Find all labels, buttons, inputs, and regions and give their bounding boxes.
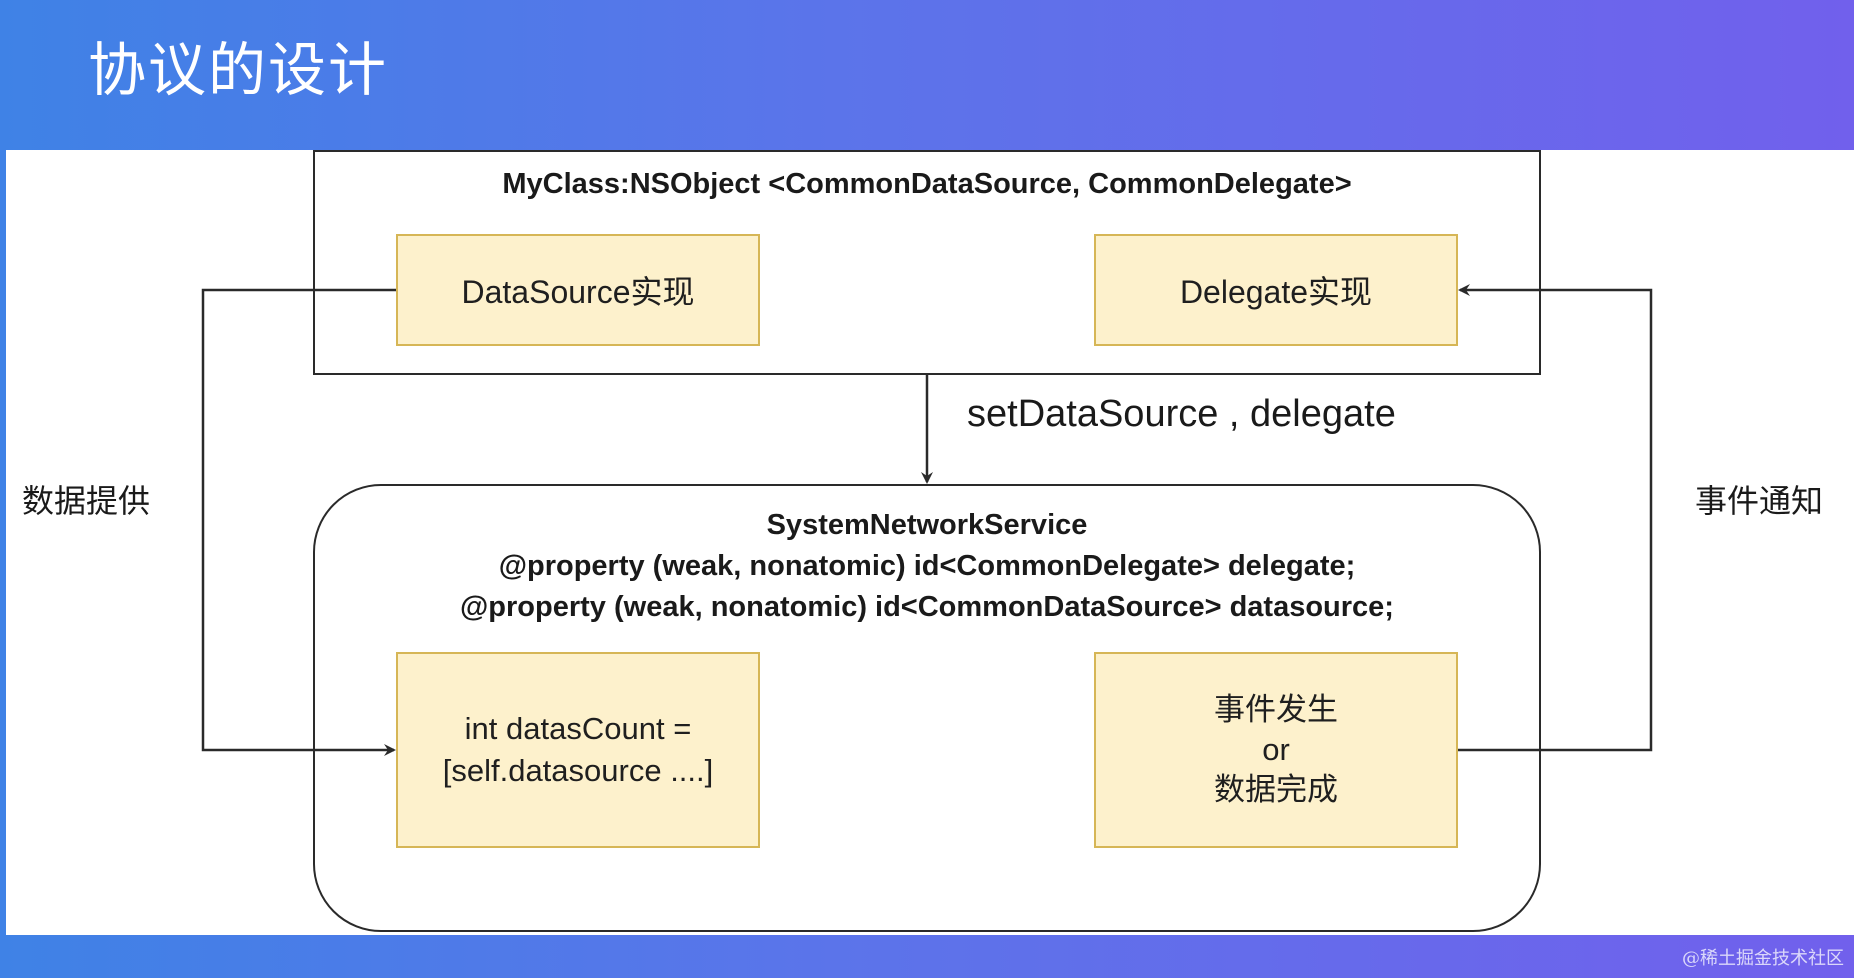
- set-datasource-delegate-label: setDataSource , delegate: [967, 393, 1396, 435]
- event-node: 事件发生 or 数据完成: [1094, 652, 1458, 848]
- service-name: SystemNetworkService: [766, 509, 1088, 541]
- datas-count-line-2: [self.datasource ....]: [442, 753, 714, 788]
- event-line-1: 事件发生: [1214, 692, 1338, 727]
- credit-text: @稀土掘金技术社区: [1682, 948, 1844, 969]
- bottom-strip: [0, 935, 1854, 978]
- event-line-3: 数据完成: [1214, 772, 1338, 807]
- slide-title: 协议的设计: [88, 36, 389, 104]
- datasource-impl-label: DataSource实现: [461, 274, 695, 310]
- delegate-impl-label: Delegate实现: [1179, 274, 1373, 310]
- service-header: SystemNetworkService @property (weak, no…: [313, 505, 1541, 628]
- event-line-2: or: [1262, 732, 1290, 767]
- datasource-property: @property (weak, nonatomic) id<CommonDat…: [460, 591, 1394, 623]
- datas-count-line-1: int datasCount =: [464, 711, 692, 746]
- datasource-impl-node: DataSource实现: [396, 234, 760, 346]
- myclass-header: MyClass:NSObject <CommonDataSource, Comm…: [502, 168, 1352, 200]
- datas-count-node: int datasCount = [self.datasource ....]: [396, 652, 760, 848]
- delegate-impl-node: Delegate实现: [1094, 234, 1458, 346]
- delegate-property: @property (weak, nonatomic) id<CommonDel…: [498, 550, 1356, 582]
- myclass-container: [313, 150, 1541, 375]
- event-notify-label: 事件通知: [1695, 482, 1824, 520]
- data-provide-label: 数据提供: [22, 482, 151, 520]
